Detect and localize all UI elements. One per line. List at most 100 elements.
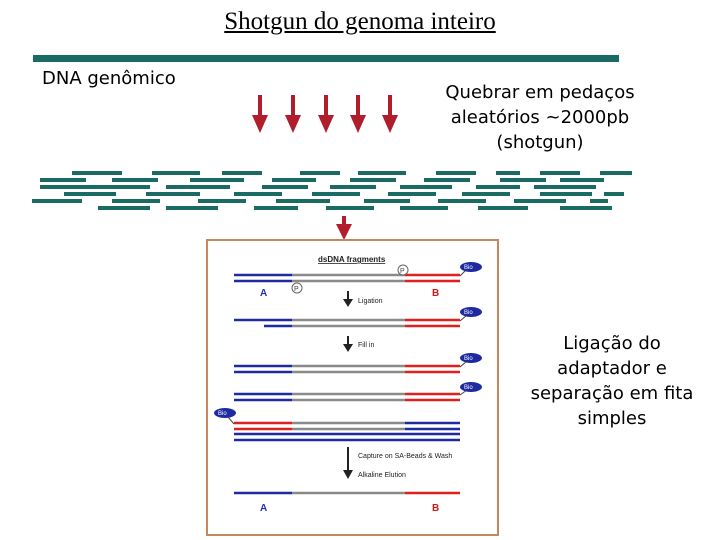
down-arrow-icon — [336, 216, 352, 240]
dna-fragment — [400, 206, 448, 210]
dna-fragment — [112, 178, 158, 182]
fragment-row-4: Bio — [234, 382, 482, 402]
dna-fragment — [64, 192, 116, 196]
dna-fragment — [604, 192, 624, 196]
shotgun-break-line-3: (shotgun) — [496, 132, 584, 153]
dna-fragment — [436, 171, 476, 175]
biotin-icon — [460, 262, 482, 272]
dna-fragment — [166, 185, 230, 189]
dna-fragment — [500, 178, 546, 182]
shotgun-break-line-1: Quebrar em pedaços — [445, 82, 635, 103]
shotgun-break-line-2: aleatórios ~2000pb — [450, 107, 630, 128]
fragment-row-1: P P Bio A B — [234, 262, 482, 299]
step-ligation: Ligation — [358, 298, 383, 305]
adaptor-ligation-line-1: Ligação do — [563, 333, 661, 354]
adaptor-b-label: B — [432, 288, 439, 299]
dna-fragments — [32, 171, 632, 210]
dna-fragment — [152, 171, 200, 175]
down-arrow-icon — [343, 291, 353, 307]
shotgun-arrow-icon — [350, 95, 366, 133]
dna-fragment — [438, 199, 486, 203]
dna-fragment — [272, 178, 316, 182]
adaptor-ligation-line-2: adaptador e — [557, 358, 667, 379]
biotin-label: Bio — [464, 385, 473, 391]
dna-fragment — [590, 199, 608, 203]
biotin-icon — [460, 307, 482, 317]
fragment-row-3: Bio — [234, 353, 482, 374]
dna-fragment — [478, 206, 528, 210]
dna-fragment — [40, 185, 100, 189]
dna-fragment — [222, 171, 262, 175]
biotin-label: Bio — [464, 310, 473, 316]
shotgun-arrows — [252, 95, 398, 133]
shotgun-break-label: Quebrar em pedaços aleatórios ~2000pb (s… — [420, 80, 660, 155]
library-prep-figure: dsDNA fragments P P Bio A B Ligation — [214, 255, 482, 514]
step-fill-in: Fill in — [358, 342, 374, 349]
adaptor-ligation-label: Ligação do adaptador e separação em fita… — [512, 331, 712, 431]
dna-fragment — [190, 178, 244, 182]
dna-fragment — [534, 185, 596, 189]
shotgun-arrow-icon — [252, 95, 268, 133]
down-arrow-icon — [343, 447, 353, 479]
biotin-icon — [214, 408, 236, 418]
dna-fragment — [364, 199, 410, 203]
genomic-dna-label: DNA genômico — [42, 68, 176, 89]
adaptor-a-label: A — [260, 288, 267, 299]
dna-fragment — [100, 185, 150, 189]
dna-fragment — [514, 199, 566, 203]
dna-fragment — [254, 206, 298, 210]
dna-fragment — [262, 185, 308, 189]
dna-fragment — [300, 171, 340, 175]
adaptor-a-label: A — [260, 503, 267, 514]
biotin-label: Bio — [464, 356, 473, 362]
dna-fragment — [462, 192, 510, 196]
biotin-icon — [460, 353, 482, 363]
phosphate-label: P — [294, 286, 299, 293]
single-strand-row: A B — [234, 491, 460, 514]
down-arrow-icon — [343, 336, 353, 352]
dna-fragment — [476, 185, 520, 189]
phosphate-label: P — [400, 268, 405, 275]
dna-fragment — [388, 192, 436, 196]
shotgun-arrow-icon — [318, 95, 334, 133]
fragments-title: dsDNA fragments — [318, 255, 386, 264]
dna-fragment — [32, 199, 82, 203]
dna-fragment — [600, 171, 632, 175]
dna-fragment — [560, 206, 612, 210]
library-prep-figure-frame — [206, 239, 499, 536]
dna-fragment — [112, 199, 160, 203]
dna-fragment — [424, 178, 470, 182]
adaptor-ligation-line-3: separação em fita — [530, 383, 694, 404]
dna-fragment — [326, 206, 374, 210]
dna-fragment — [312, 192, 360, 196]
fragment-row-5: Bio — [214, 408, 460, 431]
dna-fragment — [540, 192, 592, 196]
shotgun-arrow-icon — [382, 95, 398, 133]
phosphate-icon — [291, 282, 303, 294]
biotin-label: Bio — [218, 411, 227, 417]
biotin-label: Bio — [464, 265, 473, 271]
dna-fragment — [198, 199, 246, 203]
dna-fragment — [146, 192, 200, 196]
dna-fragment — [166, 206, 218, 210]
dna-fragment — [330, 185, 376, 189]
biotin-icon — [460, 382, 482, 392]
dna-fragment — [400, 185, 452, 189]
fragment-row-2: Bio — [234, 307, 482, 328]
genomic-dna-strand — [33, 55, 619, 62]
dna-fragment — [72, 171, 122, 175]
dna-fragment — [98, 206, 150, 210]
adaptor-b-label: B — [432, 503, 439, 514]
adaptor-ligation-line-4: simples — [577, 408, 647, 429]
fragment-row-6 — [234, 432, 460, 442]
phosphate-icon — [397, 264, 409, 276]
step-elution: Alkaline Elution — [358, 472, 406, 479]
dna-fragment — [234, 192, 282, 196]
dna-fragment — [560, 178, 604, 182]
dna-fragment — [276, 199, 330, 203]
dna-fragment — [350, 178, 396, 182]
slide-title: Shotgun do genoma inteiro — [224, 8, 496, 35]
dna-fragment — [540, 171, 580, 175]
dna-fragment — [358, 171, 406, 175]
